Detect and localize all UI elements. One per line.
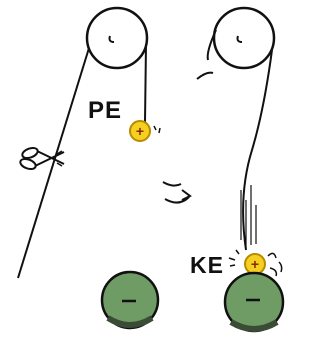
svg-text:+: + — [251, 256, 259, 272]
positive-charge-raised: + — [130, 121, 160, 141]
svg-text:+: + — [136, 123, 144, 139]
right-pulley — [214, 8, 274, 68]
potential-energy-label: PE — [88, 99, 122, 123]
nucleus-right — [225, 273, 283, 331]
left-pulley-rope — [18, 44, 146, 278]
nucleus-left — [102, 272, 158, 328]
transition-arrow-icon — [163, 182, 190, 203]
left-pulley — [87, 8, 147, 68]
kinetic-energy-label: KE — [190, 254, 224, 277]
